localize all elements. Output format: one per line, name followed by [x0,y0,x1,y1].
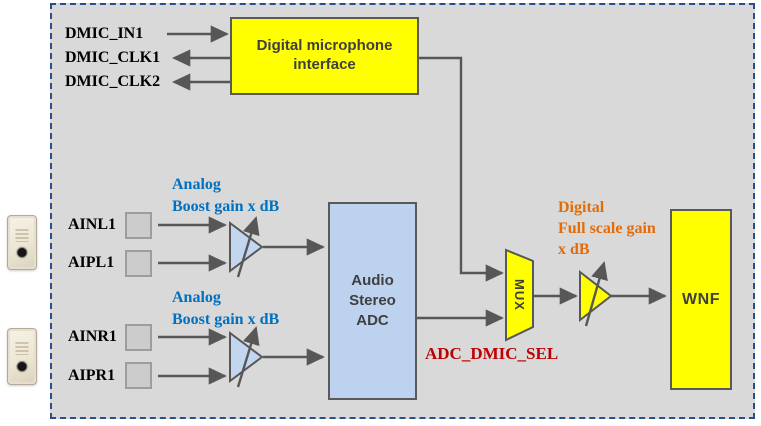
mic-marking-text [15,228,29,242]
dmic-interface-block: Digital microphone interface [230,17,419,95]
wnf-label: WNF [682,290,720,308]
variable-gain-arrow-left [236,216,260,278]
mic-marking-text [15,342,29,356]
digital-gain-line1: Digital [558,199,605,216]
pad-aipl1 [125,250,152,277]
adc-label-line3: ADC [356,312,389,330]
variable-gain-arrow-right [236,326,260,388]
digital-full-scale-gain-label: Digital Full scale gain x dB [558,197,656,260]
dmic-interface-label-line1: Digital microphone [256,37,393,55]
analog-boost-gain-left-line1: Analog [172,176,221,193]
arrow-dmic-to-mux [419,56,504,282]
mic-port-hole [17,362,27,371]
mux-label: MUX [512,279,527,311]
signal-aipr1: AIPR1 [68,367,116,384]
variable-gain-arrow-digital [584,261,608,327]
dmic-interface-label-line2: interface [293,56,356,73]
mux-trapezoid [505,248,534,342]
signal-aipl1: AIPL1 [68,254,115,271]
audio-stereo-adc-block: Audio Stereo ADC [328,202,417,400]
analog-boost-gain-right-line1: Analog [172,289,221,306]
adc-dmic-sel-label: ADC_DMIC_SEL [425,344,559,363]
digital-gain-line2: Full scale gain [558,220,656,237]
adc-label-line2: Stereo [349,291,396,309]
mems-microphone-icon [7,215,37,270]
signal-ainr1: AINR1 [68,328,117,345]
analog-boost-gain-left-line2: Boost gain x dB [172,198,280,215]
signal-dmic-clk2: DMIC_CLK2 [65,73,161,90]
pad-ainr1 [125,324,152,351]
wnf-block: WNF [670,209,732,390]
digital-gain-line3: x dB [558,241,590,258]
analog-boost-gain-label-left: Analog Boost gain x dB [172,174,279,218]
analog-boost-gain-label-right: Analog Boost gain x dB [172,287,279,331]
analog-boost-gain-right-line2: Boost gain x dB [172,311,280,328]
pad-ainl1 [125,212,152,239]
adc-label-line1: Audio [351,271,394,289]
mems-microphone-icon [7,328,37,385]
signal-dmic-in1: DMIC_IN1 [65,25,144,42]
pad-aipr1 [125,362,152,389]
signal-dmic-clk1: DMIC_CLK1 [65,49,161,66]
signal-ainl1: AINL1 [68,216,117,233]
mic-port-hole [17,247,27,257]
